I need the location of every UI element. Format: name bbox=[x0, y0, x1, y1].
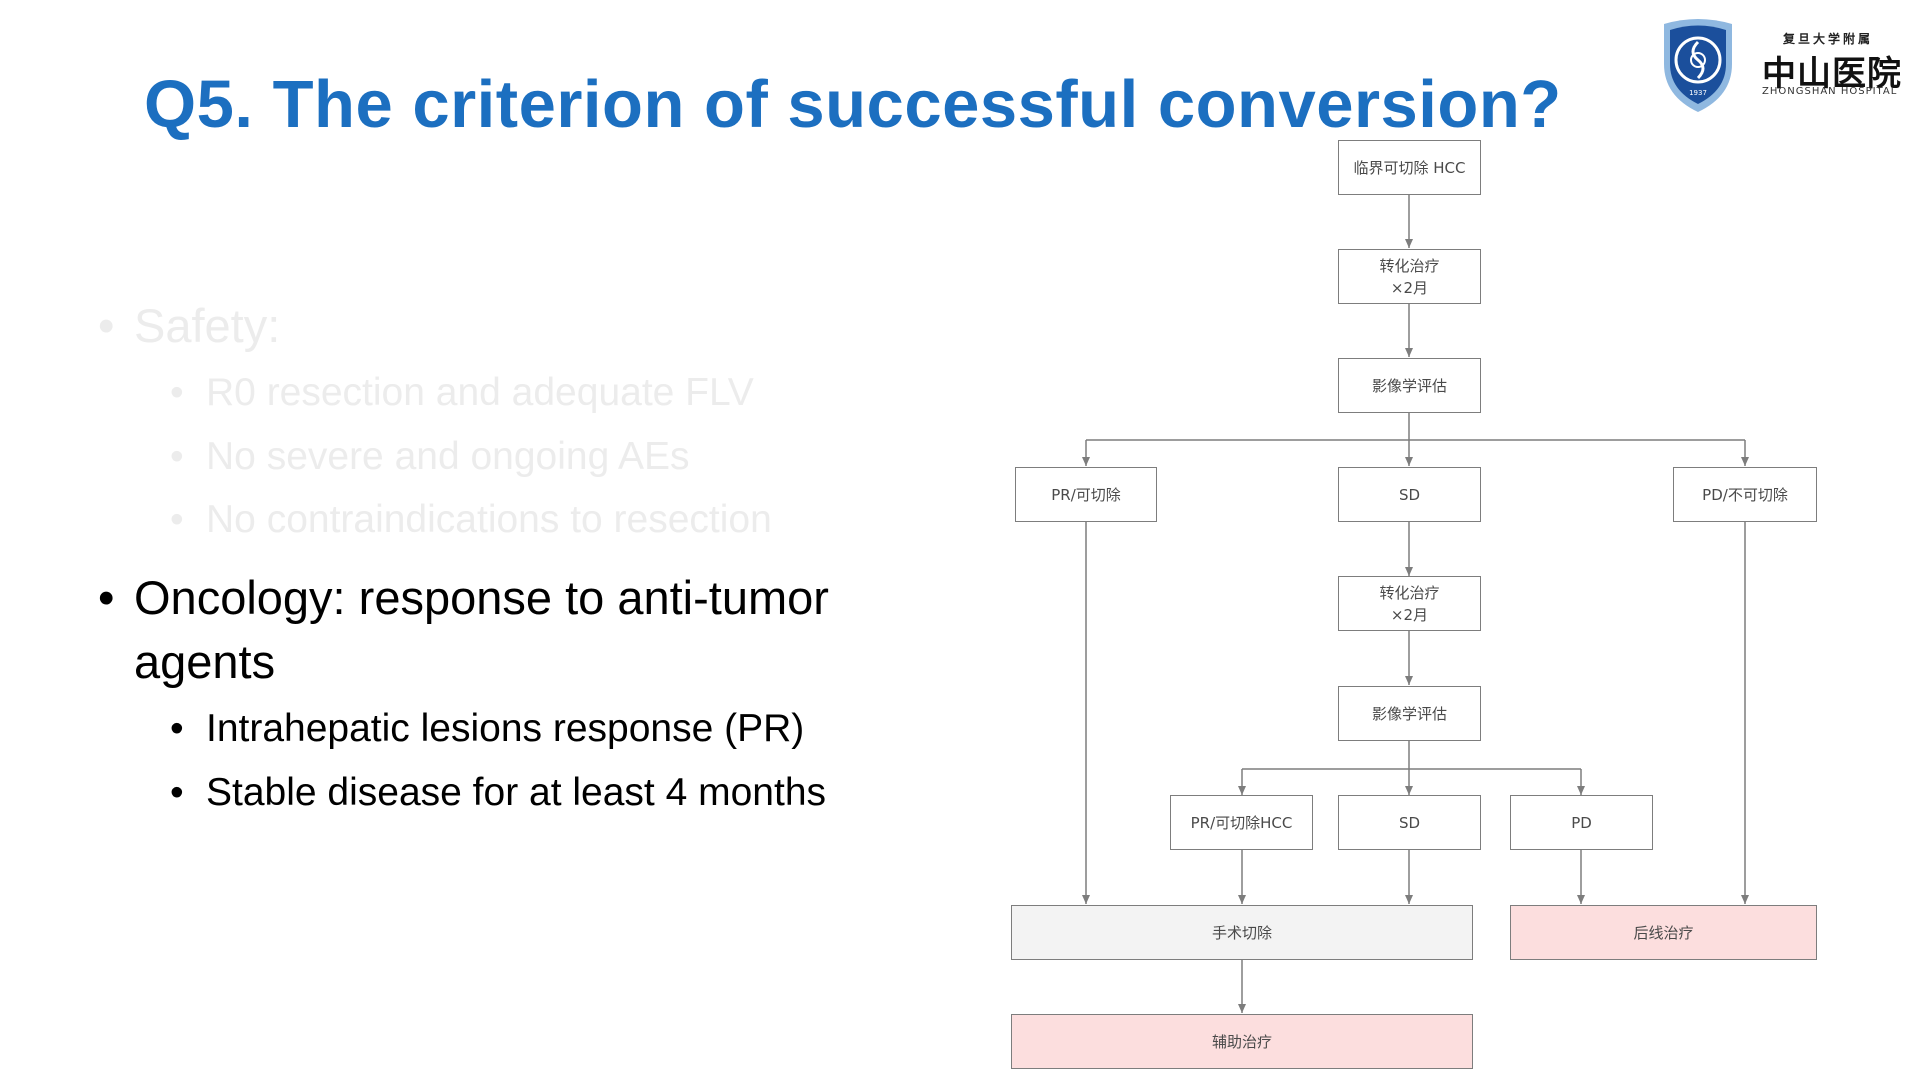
oncology-item: • Intrahepatic lesions response (PR) bbox=[170, 707, 805, 750]
safety-item: • No severe and ongoing AEs bbox=[170, 435, 690, 478]
flow-box-surgery: 手术切除 bbox=[1011, 905, 1473, 960]
bullet-dot: • bbox=[170, 771, 184, 814]
flow-box-later-line: 后线治疗 bbox=[1510, 905, 1817, 960]
bullet-dot: • bbox=[170, 498, 184, 541]
flow-box-conversion2: 转化治疗 ×2月 bbox=[1338, 576, 1481, 631]
oncology-heading: • Oncology: response to anti-tumor bbox=[98, 571, 829, 624]
flow-box-sd2: SD bbox=[1338, 795, 1481, 850]
logo-year: 1937 bbox=[1689, 89, 1707, 97]
flow-box-pd-unresectable: PD/不可切除 bbox=[1673, 467, 1817, 522]
flow-box-conversion1: 转化治疗 ×2月 bbox=[1338, 249, 1481, 304]
flow-box-pr-resectable-hcc: PR/可切除HCC bbox=[1170, 795, 1313, 850]
flow-box-pr-resectable: PR/可切除 bbox=[1015, 467, 1157, 522]
oncology-heading-cont: agents bbox=[134, 635, 276, 688]
bullet-dot: • bbox=[170, 707, 184, 750]
bullet-dot: • bbox=[98, 299, 115, 352]
safety-item: • R0 resection and adequate FLV bbox=[170, 371, 754, 414]
logo-university: 复旦大学附属 bbox=[1783, 32, 1874, 46]
bullet-dot: • bbox=[98, 571, 115, 624]
flow-box-pd2: PD bbox=[1510, 795, 1653, 850]
slide-title: Q5. The criterion of successful conversi… bbox=[144, 67, 1562, 142]
safety-heading: • Safety: bbox=[98, 299, 281, 352]
hospital-shield-icon: 1937 bbox=[1664, 19, 1732, 112]
logo-hospital-en: ZHONGSHAN HOSPITAL bbox=[1762, 86, 1898, 97]
flow-box-sd1: SD bbox=[1338, 467, 1481, 522]
safety-item: • No contraindications to resection bbox=[170, 498, 772, 541]
flow-box-start: 临界可切除 HCC bbox=[1338, 140, 1481, 195]
bullet-dot: • bbox=[170, 435, 184, 478]
flow-box-adjuvant: 辅助治疗 bbox=[1011, 1014, 1473, 1069]
oncology-item: • Stable disease for at least 4 months bbox=[170, 771, 827, 814]
flow-box-imaging1: 影像学评估 bbox=[1338, 358, 1481, 413]
flow-box-imaging2: 影像学评估 bbox=[1338, 686, 1481, 741]
logo-hospital-cn: 中山医院 bbox=[1762, 54, 1902, 94]
bullet-dot: • bbox=[170, 371, 184, 414]
hospital-logo: 1937 复旦大学附属 中山医院 ZHONGSHAN HOSPITAL bbox=[1658, 16, 1908, 116]
